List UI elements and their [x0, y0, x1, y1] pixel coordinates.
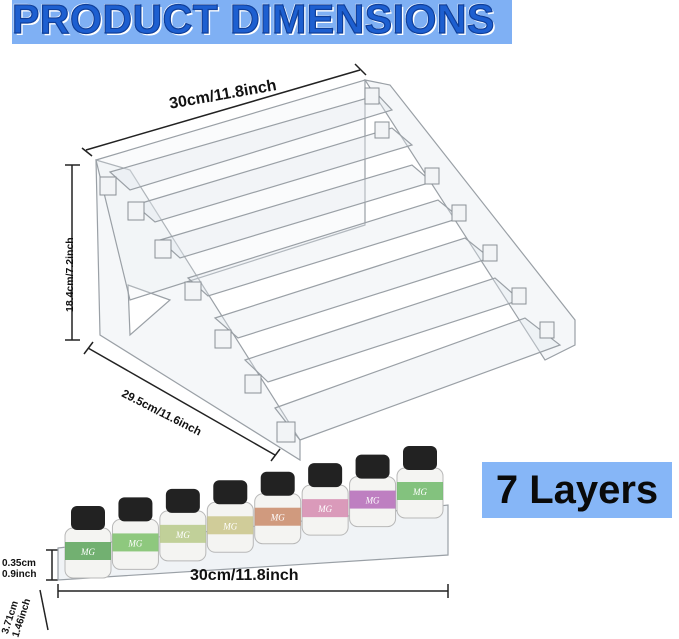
dim-line-depth [87, 347, 276, 456]
bottle-label-band [397, 482, 443, 500]
bottle-label-band [254, 507, 301, 526]
heading-banner: PRODUCT DIMENSIONS [11, 0, 512, 44]
bottle-cap [118, 497, 153, 522]
layers-badge: 7 Layers [482, 462, 672, 518]
bottle: MG [64, 506, 112, 579]
bottle-cap [213, 480, 248, 505]
shelf-height-cm: 0.35cm [2, 558, 36, 569]
bottle-label-band [349, 490, 396, 509]
bottle-cap [71, 506, 105, 530]
shelf-1 [108, 94, 394, 191]
shelf-2 [133, 127, 414, 223]
bottle-group: MG MG MG MG MG MG MG MG [64, 446, 444, 579]
bottle-label-text: MG [222, 521, 237, 531]
bottle: MG [254, 471, 302, 545]
bottle-label-band [159, 524, 206, 543]
bottle-label-text: MG [317, 504, 332, 514]
layers-label: 7 Layers [495, 468, 659, 512]
heading-title: PRODUCT DIMENSIONS [11, 0, 495, 43]
bottle-label-band [112, 533, 159, 552]
bottle: MG [206, 480, 254, 553]
shelf-height-label: 0.35cm 0.9inch [2, 558, 36, 580]
dimension-lines [39, 63, 449, 631]
bottle-label-text: MG [270, 513, 285, 523]
bottle-cap [260, 471, 295, 496]
bottle-label-text: MG [412, 487, 427, 497]
dim-line-top [85, 69, 361, 151]
bottle-cap [355, 454, 390, 479]
bottle-label-text: MG [175, 530, 190, 540]
height-label: 18.4cm/7.2inch [64, 237, 76, 312]
bottle-label-band [302, 499, 349, 518]
bottle-label-text: MG [365, 496, 380, 506]
width-bottom-label: 30cm/11.8inch [190, 567, 299, 584]
shelf-height-inch: 0.9inch [2, 569, 37, 580]
bottle: MG [301, 463, 349, 536]
bottle-cap [403, 446, 437, 470]
bottle-cap [165, 488, 200, 513]
bottle: MG [349, 454, 397, 528]
bottle-label-band [65, 542, 111, 560]
bottle-cap [308, 463, 343, 488]
bottle: MG [111, 497, 159, 570]
bottle-label-text: MG [127, 538, 142, 548]
bottle: MG [159, 488, 207, 562]
dim-line-shelf-depth [39, 589, 49, 631]
bottle-label-text: MG [80, 547, 95, 557]
bottle: MG [396, 446, 444, 519]
shelf-tabs [99, 87, 555, 443]
bottle-label-band [207, 516, 254, 535]
acrylic-rack [95, 79, 576, 462]
